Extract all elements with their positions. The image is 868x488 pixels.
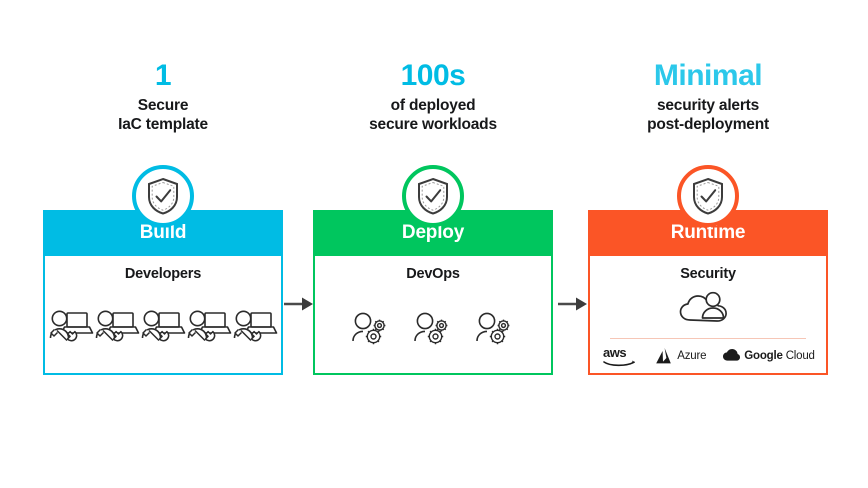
card-runtime: Runtime Security — [588, 210, 828, 375]
card-role-build: Developers — [124, 266, 202, 282]
devops-person-gears-icon — [352, 312, 386, 344]
developer-at-laptop-icon — [141, 310, 186, 341]
shield-check-icon — [418, 177, 448, 215]
developer-at-laptop-icon — [187, 310, 232, 341]
card-body-runtime: Security aws — [588, 256, 828, 375]
cloud-person-icon — [679, 291, 727, 322]
card-deploy: Deploy DevOps — [313, 210, 553, 375]
stat-number-build: 1 — [154, 59, 172, 92]
stat-block-runtime: Minimal security alerts post-deployment — [588, 60, 828, 135]
card-role-deploy: DevOps — [406, 266, 460, 282]
arrow-build-to-deploy — [283, 295, 315, 313]
aws-logo: aws — [601, 344, 639, 368]
developer-at-laptop-icon — [95, 310, 140, 341]
google-cloud-logo-label-google: Google — [744, 350, 783, 362]
logo-divider — [610, 338, 806, 339]
badge-deploy — [402, 165, 464, 227]
cloud-logo-row: aws Azure — [590, 339, 826, 373]
card-build: Build Developers — [43, 210, 283, 375]
cloud-person-icon-row — [590, 278, 826, 338]
stat-block-deploy: 100s of deployed secure workloads — [313, 60, 553, 135]
developer-at-laptop-icon — [49, 310, 94, 341]
stage-column-build: 1 Secure IaC template Build Developers — [43, 60, 283, 375]
stat-caption-deploy-line2: secure workloads — [369, 116, 497, 134]
stat-number-deploy: 100s — [400, 59, 466, 92]
svg-text:aws: aws — [603, 345, 626, 360]
arrow-deploy-to-runtime — [557, 295, 589, 313]
card-header-label-deploy: Deploy — [401, 222, 465, 243]
devops-icon-row — [315, 282, 551, 373]
stat-caption-build-line1: Secure — [137, 96, 189, 114]
shield-check-icon — [693, 177, 723, 215]
card-header-label-runtime: Runtime — [670, 222, 746, 243]
badge-ring-build — [132, 165, 194, 227]
developer-icon-row — [45, 280, 281, 373]
card-header-label-build: Build — [139, 222, 187, 243]
developer-at-laptop-icon — [233, 310, 278, 341]
stat-number-runtime: Minimal — [653, 59, 763, 92]
stat-caption-build-line2: IaC template — [118, 116, 208, 134]
badge-build — [132, 165, 194, 227]
stat-caption-deploy-line1: of deployed — [390, 96, 476, 114]
card-body-deploy: DevOps — [313, 256, 553, 375]
stat-caption-runtime-line1: security alerts — [656, 96, 760, 114]
stat-caption-runtime-line2: post-deployment — [647, 116, 769, 134]
card-body-build: Developers — [43, 256, 283, 375]
shield-check-icon — [148, 177, 178, 215]
google-cloud-logo-icon — [723, 349, 741, 361]
aws-logo-icon: aws — [603, 345, 636, 367]
devops-person-gears-icon — [414, 312, 448, 344]
stat-block-build: 1 Secure IaC template — [43, 60, 283, 135]
google-cloud-logo: Google Cloud — [722, 348, 815, 364]
google-cloud-logo-label-cloud: Cloud — [785, 350, 815, 362]
stage-column-runtime: Minimal security alerts post-deployment … — [588, 60, 828, 375]
azure-logo-label: Azure — [677, 350, 707, 362]
card-role-runtime: Security — [680, 266, 736, 282]
azure-logo-icon — [656, 348, 672, 364]
azure-logo: Azure — [655, 347, 706, 365]
badge-runtime — [677, 165, 739, 227]
stage-column-deploy: 100s of deployed secure workloads Deploy… — [313, 60, 553, 375]
devops-person-gears-icon — [476, 312, 510, 344]
